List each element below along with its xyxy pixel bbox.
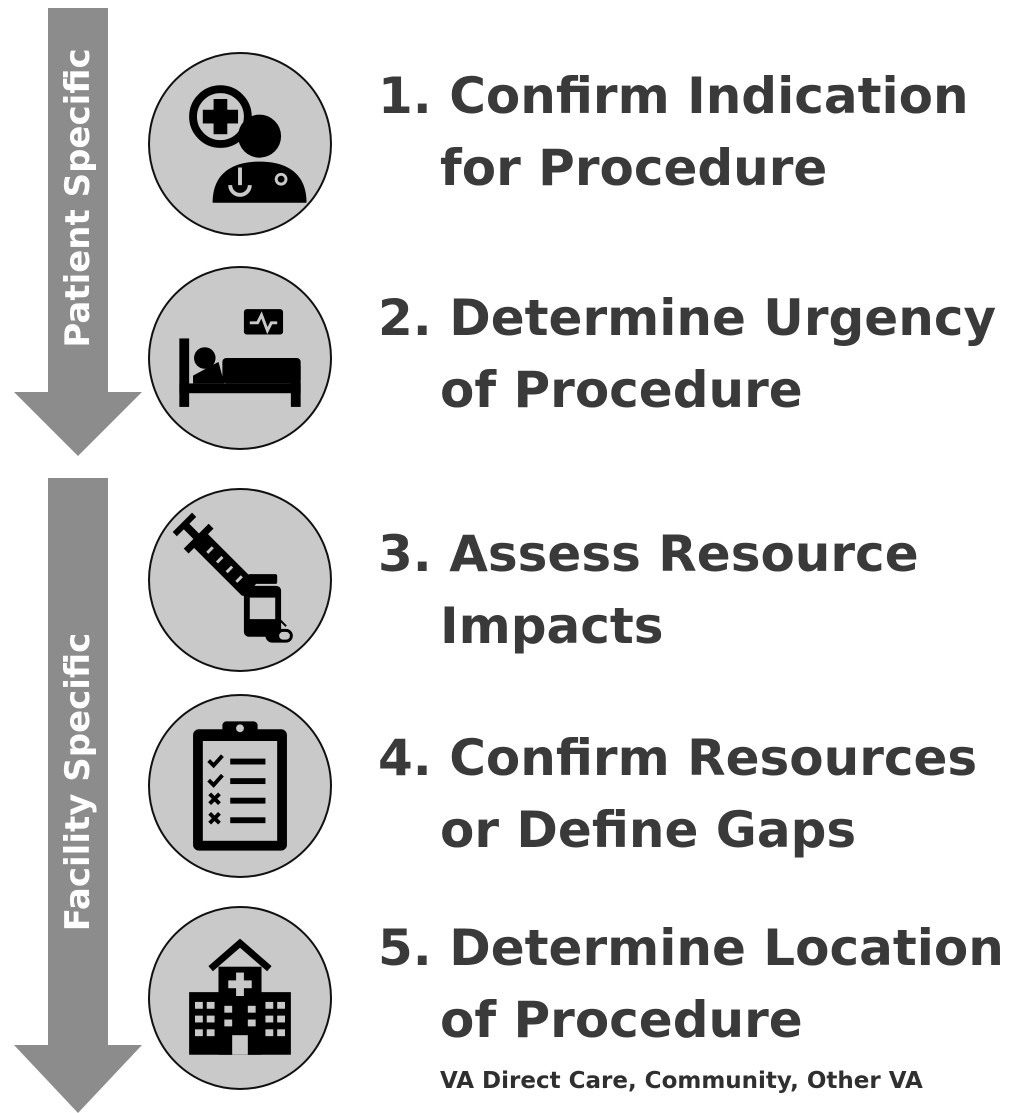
step-5-icon-circle: [148, 906, 332, 1090]
step-5-title-line1: Determine Location: [449, 919, 1004, 977]
step-2-icon-circle: [148, 266, 332, 450]
step-3-number: 3.: [378, 525, 432, 583]
step-3-icon-circle: [148, 488, 332, 672]
location-options-note: VA Direct Care, Community, Other VA: [440, 1068, 923, 1094]
step-1-title-line2: for Procedure: [440, 139, 828, 197]
step-4-icon-circle: [148, 694, 332, 878]
step-1-icon-circle: [148, 52, 332, 236]
step-3-text: 3. Assess Resource Impacts: [378, 518, 919, 662]
step-5-text: 5. Determine Location of Procedure: [378, 912, 1004, 1056]
step-3-title-line2: Impacts: [440, 597, 664, 655]
step-4-number: 4.: [378, 729, 432, 787]
step-2-text: 2. Determine Urgency of Procedure: [378, 282, 996, 426]
step-5-number: 5.: [378, 919, 432, 977]
hospital-bed-icon: [179, 309, 301, 407]
step-2-title-line1: Determine Urgency: [449, 289, 997, 347]
step-5-title-line2: of Procedure: [440, 991, 803, 1049]
facility-specific-label: Facility Specific: [58, 632, 98, 932]
syringe-medication-icon: [172, 512, 293, 643]
step-2-title-line2: of Procedure: [440, 361, 803, 419]
step-3-title-line1: Assess Resource: [449, 525, 919, 583]
step-2-number: 2.: [378, 289, 432, 347]
step-1-title-line1: Confirm Indication: [449, 67, 969, 125]
step-1-text: 1. Confirm Indication for Procedure: [378, 60, 969, 204]
step-4-text: 4. Confirm Resources or Define Gaps: [378, 722, 977, 866]
clipboard-checklist-icon: [193, 721, 287, 851]
step-4-title-line1: Confirm Resources: [449, 729, 978, 787]
step-1-number: 1.: [378, 67, 432, 125]
patient-specific-arrow: [14, 8, 142, 456]
doctor-icon: [189, 85, 307, 203]
step-4-title-line2: or Define Gaps: [440, 801, 857, 859]
facility-specific-arrow: [14, 478, 142, 1113]
hospital-building-icon: [189, 938, 291, 1055]
patient-specific-label: Patient Specific: [58, 48, 98, 348]
